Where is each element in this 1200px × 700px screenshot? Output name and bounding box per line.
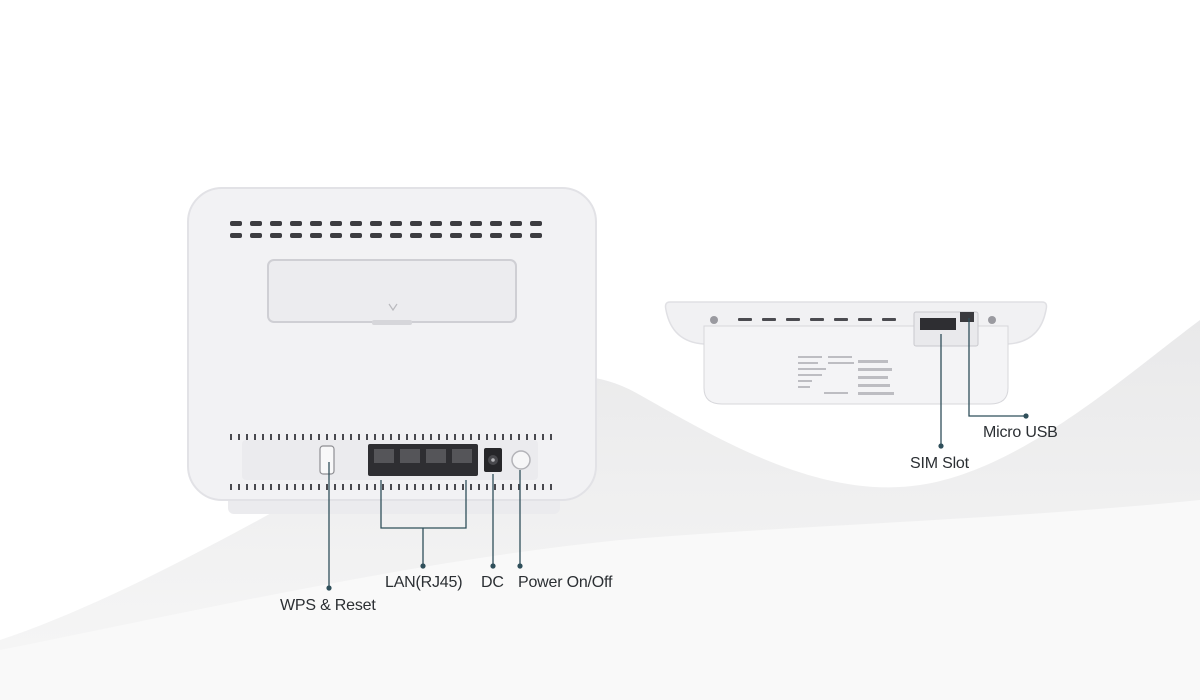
power-label: Power On/Off [518,574,613,591]
router-rear-view [187,187,597,514]
sim-slot-label: SIM Slot [910,455,969,472]
lan-label: LAN(RJ45) [385,574,463,591]
wps-reset-label: WPS & Reset [280,597,376,614]
micro-usb-label: Micro USB [983,424,1058,441]
dc-label: DC [481,574,504,591]
router-bottom-view [664,301,1048,405]
